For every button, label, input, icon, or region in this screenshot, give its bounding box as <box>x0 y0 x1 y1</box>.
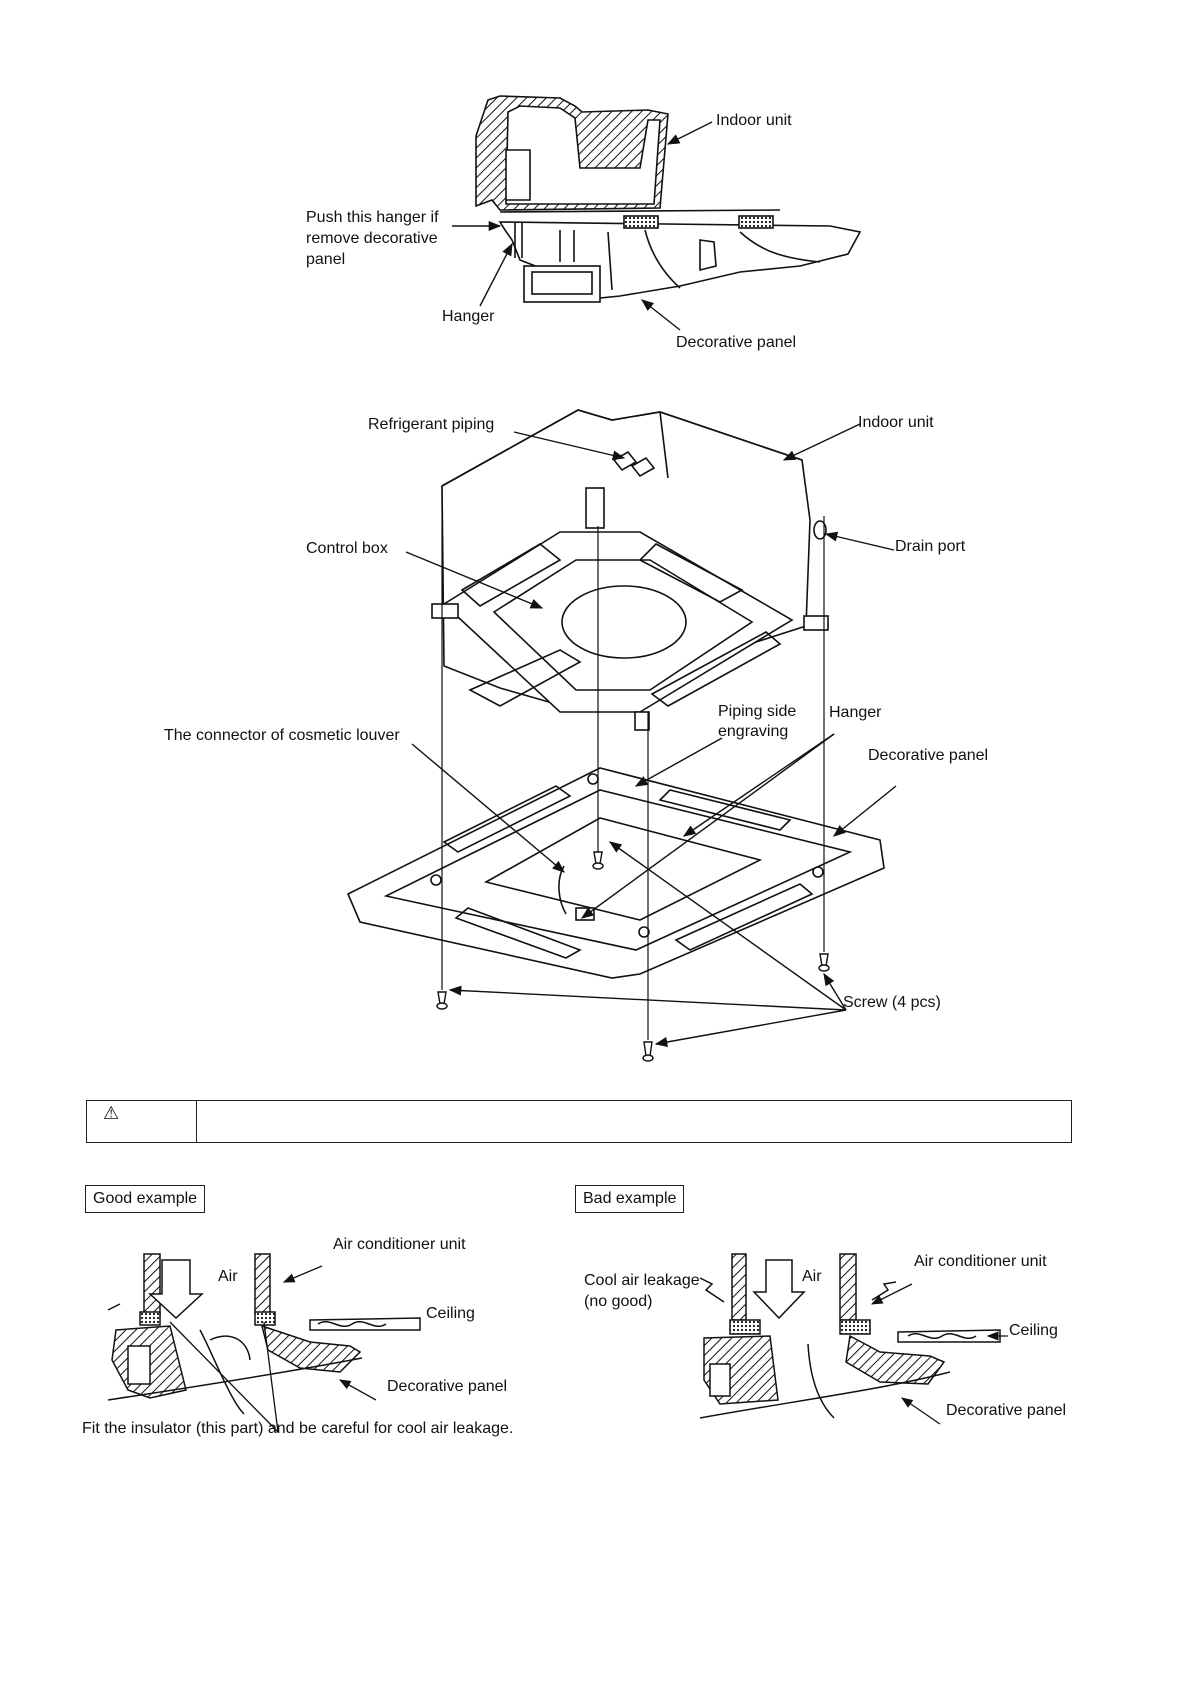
label-hanger-mid: Hanger <box>829 704 882 721</box>
label-bad-cool-air-line1: Cool air leakage <box>584 1272 700 1289</box>
label-good-air: Air <box>218 1268 238 1285</box>
figure2-hanging-lines <box>441 486 825 1040</box>
good-example-leaders <box>169 1265 377 1433</box>
label-good-note: Fit the insulator (this part) and be car… <box>82 1420 514 1437</box>
label-piping-side-line2: engraving <box>718 723 789 740</box>
warning-icon: ⚠ <box>103 1103 120 1123</box>
caution-symbol-cell: ⚠ <box>87 1101 197 1142</box>
label-push-hanger-line1: Push this hanger if <box>306 209 439 226</box>
label-push-hanger-line2: remove decorative <box>306 230 438 247</box>
figure1-section-drawing <box>475 95 862 303</box>
label-refrigerant-piping: Refrigerant piping <box>368 416 495 433</box>
label-screw: Screw (4 pcs) <box>843 994 941 1011</box>
label-decorative-panel-mid: Decorative panel <box>868 747 989 764</box>
label-indoor-unit-top: Indoor unit <box>716 112 792 129</box>
label-bad-air-unit: Air conditioner unit <box>914 1253 1047 1270</box>
figure1-leader-lines <box>452 121 713 331</box>
label-good-ceiling: Ceiling <box>426 1305 475 1322</box>
label-piping-side-line1: Piping side <box>718 703 797 720</box>
good-example-title: Good example <box>85 1185 206 1213</box>
caution-box: ⚠ <box>86 1100 1072 1143</box>
label-drain-port: Drain port <box>895 538 966 555</box>
label-control-box: Control box <box>306 540 388 557</box>
label-good-air-unit: Air conditioner unit <box>333 1236 466 1253</box>
figure2-screws <box>436 851 830 1062</box>
label-bad-decorative-panel: Decorative panel <box>946 1402 1067 1419</box>
label-indoor-unit-mid: Indoor unit <box>858 414 934 431</box>
bad-example-title: Bad example <box>575 1185 685 1213</box>
figure2-indoor-unit-body <box>431 409 829 731</box>
good-example-drawing <box>107 1253 421 1415</box>
bad-example-drawing <box>699 1253 1001 1419</box>
label-connector-louver: The connector of cosmetic louver <box>164 727 400 744</box>
label-hanger-top: Hanger <box>442 308 495 325</box>
figure2-leader-lines <box>405 423 897 1047</box>
label-bad-air: Air <box>802 1268 822 1285</box>
label-decorative-panel-top: Decorative panel <box>676 334 797 351</box>
label-bad-cool-air-line2: (no good) <box>584 1293 653 1310</box>
figure2-decorative-panel <box>346 767 885 979</box>
label-bad-ceiling: Ceiling <box>1009 1322 1058 1339</box>
bad-example-leaders <box>870 1283 1008 1425</box>
label-good-decorative-panel: Decorative panel <box>387 1378 508 1395</box>
label-push-hanger-line3: panel <box>306 251 346 268</box>
